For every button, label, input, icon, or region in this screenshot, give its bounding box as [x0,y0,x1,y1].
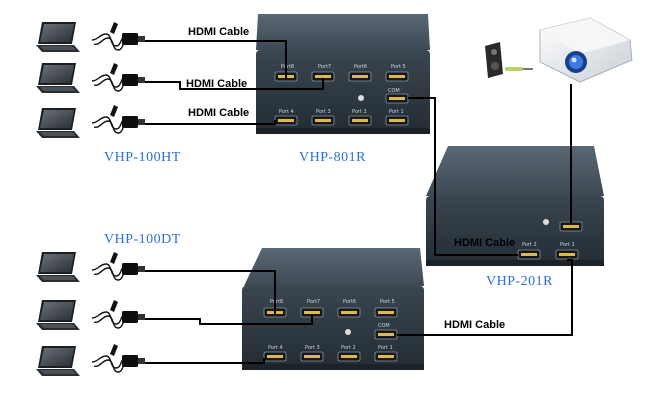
model-label-vhp-100ht: VHP-100HT [104,150,181,165]
projector-icon [539,17,633,83]
cable-label-2: HDMI Cable [186,78,247,90]
adapter-top-1 [91,21,146,51]
laptop-bottom-2 [36,300,80,330]
svg-text:Port7: Port7 [307,299,320,305]
laptop-bottom-3 [36,346,80,376]
svg-text:Port 1: Port 1 [389,109,404,115]
audio-cable-icon [505,67,533,71]
adapter-top-2 [91,62,146,92]
cables-bottom-group [145,270,313,364]
model-label-vhp-801r: VHP-801R [299,150,366,165]
adapter-bottom-3 [91,343,146,373]
cable-label-5: HDMI Cable [444,319,505,331]
cable-label-4: HDMI Cable [454,237,515,249]
svg-text:Port 1: Port 1 [560,242,575,248]
svg-text:Port8: Port8 [281,64,294,70]
svg-text:Port 2: Port 2 [522,242,537,248]
adapter-bottom-1 [91,251,146,281]
laptop-top-3 [36,108,80,138]
speaker-icon [485,42,503,78]
cable-label-3: HDMI Cable [188,107,249,119]
svg-text:Port 3: Port 3 [305,345,320,351]
svg-text:Port 5: Port 5 [380,299,395,305]
vhp-801r-top-box [256,14,430,134]
vhp-801r-bottom-box [242,248,424,370]
laptop-top-2 [36,63,80,93]
model-label-vhp-201r: VHP-201R [486,274,553,289]
laptop-top-1 [36,22,80,52]
cable-label-1: HDMI Cable [188,26,249,38]
adapter-top-3 [91,104,146,134]
svg-text:Port 5: Port 5 [391,64,406,70]
vhp-801r-bottom-ports: Port8 Port7 Port6 Port 5 COM Port 4 Port… [263,299,398,362]
vhp-201r-ports: Port 2 Port 1 [517,219,583,260]
svg-text:Port6: Port6 [354,64,367,70]
svg-text:COM: COM [388,88,400,94]
svg-text:Port 2: Port 2 [341,345,356,351]
laptop-bottom-1 [36,252,80,282]
svg-text:Port 2: Port 2 [352,109,367,115]
cables-interconnect [397,84,573,336]
svg-text:Port7: Port7 [318,64,331,70]
svg-text:COM: COM [378,323,390,329]
svg-text:Port6: Port6 [343,299,356,305]
adapter-bottom-2 [91,299,146,329]
svg-text:Port 3: Port 3 [316,109,331,115]
vhp-201r-box [426,146,604,266]
svg-text:Port 1: Port 1 [378,345,393,351]
vhp-801r-top-ports: Port8 Port7 Port6 Port 5 Port 4 Port 3 P… [274,64,409,126]
model-label-vhp-100dt: VHP-100DT [104,232,181,247]
svg-text:Port8: Port8 [270,299,283,305]
svg-text:Port 4: Port 4 [268,345,283,351]
svg-text:Port 4: Port 4 [279,109,294,115]
cables-top-group [145,40,324,125]
